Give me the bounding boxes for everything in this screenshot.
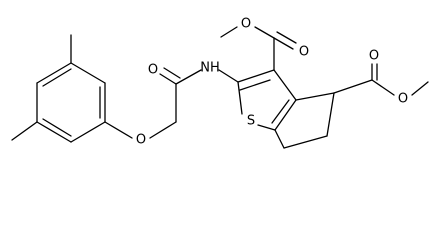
cyclopentane-bond (283, 135, 328, 149)
ester1-methoxy-bond (220, 26, 238, 38)
methyl-ester-cyclopentane (333, 63, 429, 96)
ring-bond (70, 121, 106, 143)
thiophene-cs-bond (257, 124, 276, 131)
ring-bond (70, 62, 106, 84)
thiophene-bond (273, 69, 297, 101)
aromatic-double-bond (42, 68, 72, 87)
amide-cn-bond (175, 69, 202, 85)
cyclopentane-bond (295, 92, 335, 101)
ester2-carbonyl-oxygen-label: O (369, 49, 379, 64)
methyl-ester-thiophene (220, 26, 297, 71)
cyclopentane-bond (326, 92, 335, 137)
amide-carbonyl-bond (163, 67, 181, 79)
thiophene-double-bond (271, 99, 290, 124)
amide-oxygen-label: O (148, 63, 158, 78)
thiophene-bond (274, 99, 297, 131)
ester2-c-o-bond (371, 79, 395, 96)
ring-bond (36, 62, 72, 84)
ester1-carbonyl-bond (276, 31, 297, 44)
acetamide-linker (104, 67, 239, 139)
ether-ch2-bond (149, 121, 177, 139)
thiophene-double-bond (239, 79, 271, 91)
ester1-methoxy-oxygen-label: O (241, 17, 251, 32)
ester2-methoxy-bond (411, 81, 429, 96)
thiophene-sulfur-label: S (247, 114, 255, 129)
ester2-methoxy-oxygen-label: O (398, 92, 408, 107)
ester1-carbonyl-bond (273, 37, 294, 50)
aryl-ether-bond (104, 121, 133, 139)
ether-oxygen-label: O (136, 133, 146, 148)
ester1-carbonyl-oxygen-label: O (299, 45, 309, 60)
amide-nitrogen-label: NH (200, 61, 220, 76)
methyl-bond-left (11, 121, 38, 141)
molecule-canvas: O O NH S O O O O (11, 16, 429, 149)
thiophene-cs-bond (237, 81, 243, 115)
thieno-cyclopentane-core (237, 69, 335, 149)
dimethylphenyl-ring (11, 34, 106, 143)
aromatic-double-bond (42, 118, 72, 137)
ester2-c-c-bond (333, 79, 373, 94)
ester1-c-o-bond (254, 26, 275, 39)
ring-bond (36, 121, 72, 143)
nh-thiophene-bond (218, 69, 239, 83)
thiophene-bond (237, 69, 275, 83)
amide-carbonyl-bond (159, 73, 177, 85)
molecule-structure: O O NH S O O O O (11, 17, 429, 149)
cyclopentane-bond (274, 129, 285, 149)
